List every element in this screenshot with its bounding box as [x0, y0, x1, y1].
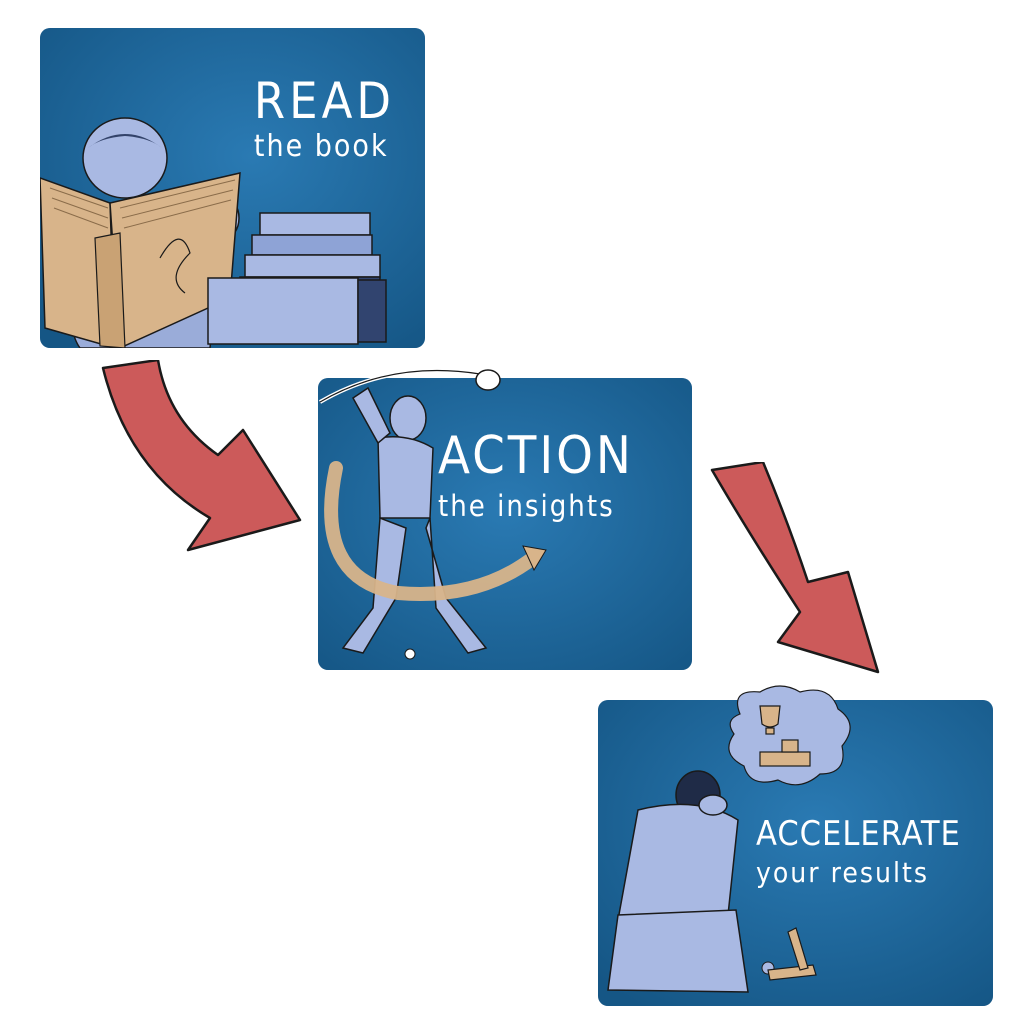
accelerate-heading: ACCELERATE — [756, 814, 961, 854]
action-heading: ACTION — [438, 426, 634, 486]
accelerate-subheading: your results — [756, 856, 929, 889]
kneeling-golfer-figure — [607, 770, 749, 993]
action-subheading: the insights — [438, 489, 615, 523]
action-illustration — [318, 378, 692, 670]
accelerate-illustration — [598, 700, 993, 1006]
arrow-1-icon — [101, 360, 302, 552]
accelerate-panel: ACCELERATE your results — [598, 700, 993, 1006]
swing-arc-icon — [324, 461, 540, 601]
thought-bubble-icon — [728, 685, 851, 786]
arrow-2-icon — [710, 462, 880, 674]
trophy-icon — [759, 705, 781, 735]
cash-stack-icon — [759, 739, 811, 767]
accelerate-caption: ACCELERATE your results — [756, 817, 961, 887]
broken-club-icon — [767, 927, 817, 981]
action-caption: ACTION the insights — [438, 430, 634, 521]
read-subheading: the book — [253, 129, 389, 164]
golfer-figure — [341, 386, 488, 654]
golf-ball-icon — [404, 648, 416, 660]
book-stack-icon — [207, 212, 387, 345]
golf-club-icon — [318, 368, 501, 404]
reader-head — [82, 117, 168, 199]
read-panel: READ the book — [40, 28, 425, 348]
read-caption: READ the book — [254, 76, 395, 162]
read-illustration — [40, 28, 425, 348]
action-panel: ACTION the insights — [318, 378, 692, 670]
read-heading: READ — [253, 72, 395, 130]
